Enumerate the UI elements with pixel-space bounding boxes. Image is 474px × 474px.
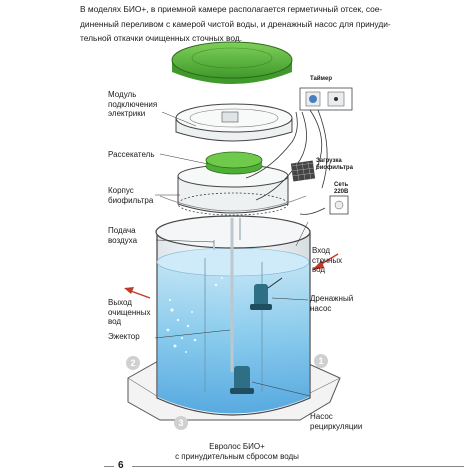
figure-caption: Евролос БИО+ с принудительным сбросом во… — [0, 442, 474, 461]
electric-cables — [245, 109, 328, 215]
drainage-pump — [250, 277, 283, 310]
splitter — [205, 151, 263, 175]
label-air-supply: Подача воздуха — [108, 226, 138, 245]
intro-line-2: диненный переливом с камерой чистой воды… — [80, 18, 391, 29]
intro-line-1: В моделях БИО+, в приемной камере распол… — [80, 4, 383, 14]
leader-lines — [154, 111, 311, 397]
label-mains-220v: Сеть 220В — [334, 182, 349, 195]
caption-line-2: с принудительным сбросом воды — [175, 451, 299, 461]
label-clean-water-outlet: Выход очищенных вод — [108, 298, 151, 327]
label-electric-module: Модуль подключения электрики — [108, 90, 158, 119]
label-wastewater-inlet: Вход сточных вод — [312, 246, 343, 275]
label-splitter: Рассекатель — [108, 150, 155, 159]
callout-number-3: 3 — [174, 416, 188, 430]
caption-line-1: Евролос БИО+ — [209, 442, 265, 451]
biofilter-media — [290, 160, 316, 182]
label-biofilter-housing: Корпус биофильтра — [108, 186, 154, 205]
callout-number-1: 1 — [314, 354, 328, 368]
intro-line-3: тельной откачки очищенных сточных вод. — [80, 33, 243, 43]
label-recirculation-pump: Насос рециркуляции — [310, 412, 363, 431]
page-number: 6 — [118, 460, 124, 471]
recirculation-pump — [230, 366, 254, 394]
page-rule-left — [104, 466, 114, 467]
callout-number-2: 2 — [126, 356, 140, 370]
page-rule-right — [132, 466, 464, 467]
air-bubbles — [166, 277, 223, 353]
ejector-pipe — [213, 218, 241, 372]
label-biofilter-media: Загрузка биофильтра — [316, 158, 353, 171]
timer-box — [299, 87, 353, 111]
flow-arrows — [124, 253, 339, 299]
label-timer: Таймер — [310, 76, 332, 82]
green-lid — [171, 41, 293, 84]
socket-220v — [329, 195, 349, 215]
label-ejector: Эжектор — [108, 332, 140, 341]
biofilter-housing — [159, 164, 307, 216]
label-drainage-pump: Дренажный насос — [310, 294, 354, 313]
intro-text: В моделях БИО+, в приемной камере распол… — [80, 2, 465, 46]
electric-module-ring — [175, 103, 293, 142]
